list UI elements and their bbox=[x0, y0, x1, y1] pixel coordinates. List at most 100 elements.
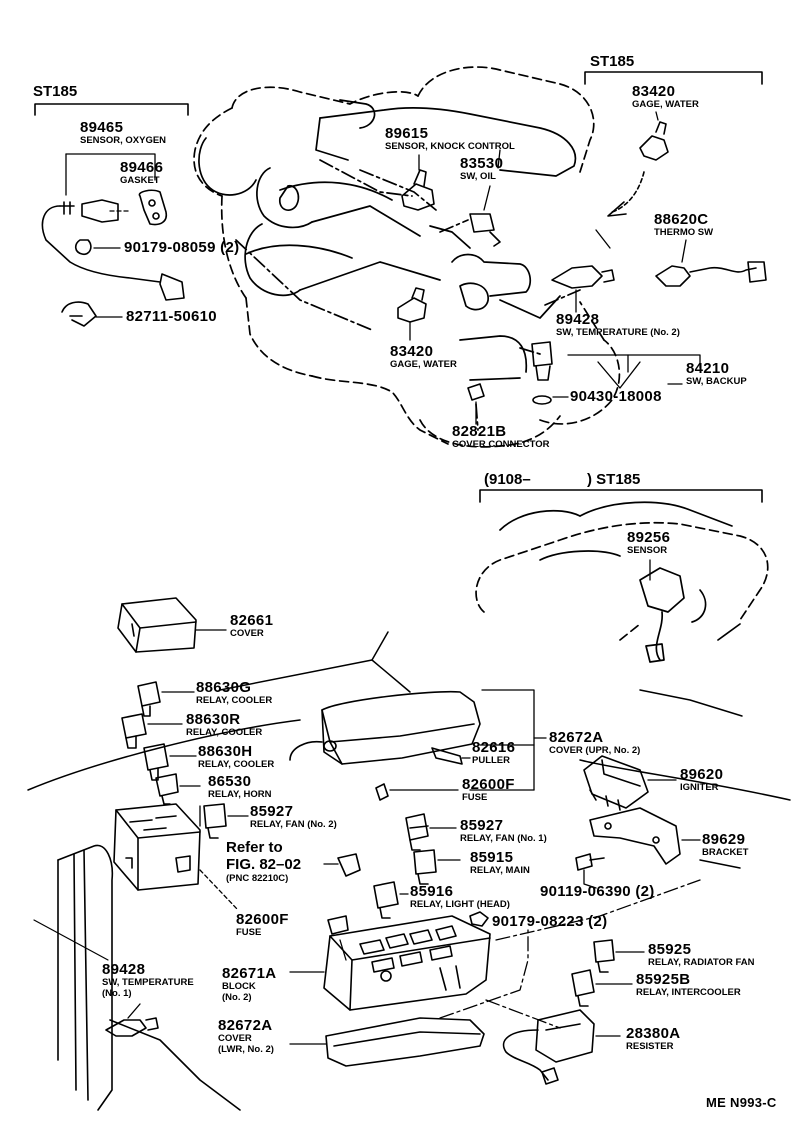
part-label-85916: 85916 RELAY, LIGHT (HEAD) bbox=[410, 884, 510, 910]
part-label-82711: 82711-50610 bbox=[126, 309, 217, 324]
header-bracket-left bbox=[34, 103, 189, 116]
part-number: 88630G bbox=[196, 679, 252, 696]
part-label-85927-no1: 85927 RELAY, FAN (No. 1) bbox=[460, 818, 547, 844]
part-label-88630r: 88630R RELAY, COOLER bbox=[186, 712, 262, 738]
part-description: PULLER bbox=[472, 755, 510, 766]
puller-drawing bbox=[431, 747, 471, 765]
part-description: FUSE bbox=[236, 927, 262, 938]
part-description: RELAY, FAN (No. 2) bbox=[250, 819, 337, 830]
part-description: RELAY, COOLER bbox=[186, 727, 263, 738]
part-description: RELAY, INTERCOOLER bbox=[636, 987, 741, 998]
part-description: COVER (UPR, No. 2) bbox=[549, 745, 641, 756]
part-description: RELAY, FAN (No. 1) bbox=[460, 833, 547, 844]
header-bracket-right bbox=[584, 71, 763, 85]
part-number: 82711-50610 bbox=[126, 308, 217, 325]
part-description: GAGE, WATER bbox=[390, 359, 457, 370]
part-number: 90430-18008 bbox=[570, 388, 662, 405]
part-label-85925b: 85925B RELAY, INTERCOOLER bbox=[636, 972, 741, 998]
bracket-drawing bbox=[589, 807, 701, 865]
part-description: COVER bbox=[230, 628, 264, 639]
misc-leaders bbox=[199, 149, 611, 961]
part-label-84210: 84210 SW, BACKUP bbox=[686, 361, 747, 387]
part-description-line2: (No. 2) bbox=[222, 991, 252, 1003]
part-description: COVER bbox=[218, 1033, 252, 1044]
part-description: RESISTER bbox=[626, 1041, 674, 1052]
part-label-88630g: 88630G RELAY, COOLER bbox=[196, 680, 272, 706]
header-range-open: (9108– bbox=[484, 471, 531, 488]
header-st185-right: ST185 bbox=[590, 53, 635, 70]
background-lines bbox=[27, 631, 791, 869]
oxygen-sensor-drawing bbox=[41, 199, 185, 301]
temperature-switch-no2-drawing bbox=[551, 265, 615, 313]
part-number: 82661 bbox=[230, 612, 274, 629]
part-number: 85927 bbox=[250, 803, 294, 820]
nut-90179-drawing bbox=[469, 911, 489, 927]
relay-88630g-drawing bbox=[137, 681, 195, 717]
part-description: GASKET bbox=[120, 175, 160, 186]
part-description: COVER CONNECTOR bbox=[452, 439, 550, 450]
cover-connector-drawing bbox=[467, 383, 485, 425]
part-number: 83420 bbox=[390, 343, 434, 360]
part-number: 82672A bbox=[218, 1017, 273, 1034]
part-number: 89629 bbox=[702, 831, 746, 848]
part-label-90179-08059: 90179-08059 (2) bbox=[124, 240, 239, 255]
fuse-82600f-lower-drawing bbox=[327, 915, 349, 935]
part-description: RELAY, HORN bbox=[208, 789, 272, 800]
part-label-82672a-lower: 82672A COVER (LWR, No. 2) bbox=[218, 1018, 274, 1054]
part-number: 85925 bbox=[648, 941, 692, 958]
part-number: 82600F bbox=[236, 911, 289, 928]
part-label-83530: 83530 SW, OIL bbox=[460, 156, 503, 182]
thermo-switch-drawing bbox=[655, 239, 767, 287]
part-number: 84210 bbox=[686, 360, 730, 377]
part-description: RELAY, RADIATOR FAN bbox=[648, 957, 755, 968]
part-number: 82821B bbox=[452, 423, 507, 440]
part-description: BRACKET bbox=[702, 847, 749, 858]
part-label-88620c: 88620C THERMO SW bbox=[654, 212, 713, 238]
relay-86530-drawing bbox=[155, 773, 201, 805]
oil-switch-drawing bbox=[469, 185, 501, 247]
part-label-82600f-upper: 82600F FUSE bbox=[462, 777, 515, 803]
part-label-90430: 90430-18008 bbox=[570, 389, 662, 404]
part-number: 88630R bbox=[186, 711, 241, 728]
part-number: 82600F bbox=[462, 776, 515, 793]
relay-85927-no1-drawing bbox=[405, 813, 457, 851]
part-label-86530: 86530 RELAY, HORN bbox=[208, 774, 272, 800]
backup-switch-drawing bbox=[531, 341, 553, 405]
part-number: 82616 bbox=[472, 739, 516, 756]
fuse-82600f-upper-drawing bbox=[375, 783, 459, 801]
part-number: 89428 bbox=[556, 311, 600, 328]
part-number: 28380A bbox=[626, 1025, 681, 1042]
part-label-89428-no2: 89428 SW, TEMPERATURE (No. 2) bbox=[556, 312, 680, 338]
pnc-82210c-drawing bbox=[323, 853, 361, 877]
relay-85915-drawing bbox=[413, 849, 461, 885]
relay-85925-drawing bbox=[593, 939, 645, 973]
leaders-top-left bbox=[65, 153, 156, 318]
part-number: 89620 bbox=[680, 766, 724, 783]
part-description: SW, TEMPERATURE (No. 2) bbox=[556, 327, 680, 338]
part-description-line2: (No. 1) bbox=[102, 987, 132, 999]
relay-box-cover-82661 bbox=[117, 597, 227, 653]
part-description: FUSE bbox=[462, 792, 488, 803]
part-label-85927-no2: 85927 RELAY, FAN (No. 2) bbox=[250, 804, 337, 830]
relay-block-left-drawing bbox=[113, 803, 201, 891]
part-label-82616: 82616 PULLER bbox=[472, 740, 515, 766]
clip-82711-drawing bbox=[61, 301, 97, 327]
header-range-close: ) ST185 bbox=[587, 471, 641, 488]
part-number: 89615 bbox=[385, 125, 429, 142]
arrow-down-left bbox=[607, 171, 645, 217]
part-label-82671a: 82671A BLOCK (No. 2) bbox=[222, 966, 276, 1002]
part-number: 82672A bbox=[549, 729, 604, 746]
part-label-90179-08223: 90179-08223 (2) bbox=[492, 914, 607, 929]
part-description: SENSOR, KNOCK CONTROL bbox=[385, 141, 515, 152]
part-label-89256: 89256 SENSOR bbox=[627, 530, 670, 556]
part-label-89465: 89465 SENSOR, OXYGEN bbox=[80, 120, 166, 146]
part-description: THERMO SW bbox=[654, 227, 714, 238]
part-description: SENSOR, OXYGEN bbox=[80, 135, 167, 146]
temperature-switch-no1-drawing bbox=[105, 1003, 159, 1037]
bolt-90119-drawing bbox=[575, 853, 605, 889]
part-description: RELAY, COOLER bbox=[198, 759, 275, 770]
refer-line1: Refer to bbox=[226, 839, 283, 856]
igniter-drawing bbox=[583, 755, 677, 811]
part-number: 89428 bbox=[102, 961, 146, 978]
